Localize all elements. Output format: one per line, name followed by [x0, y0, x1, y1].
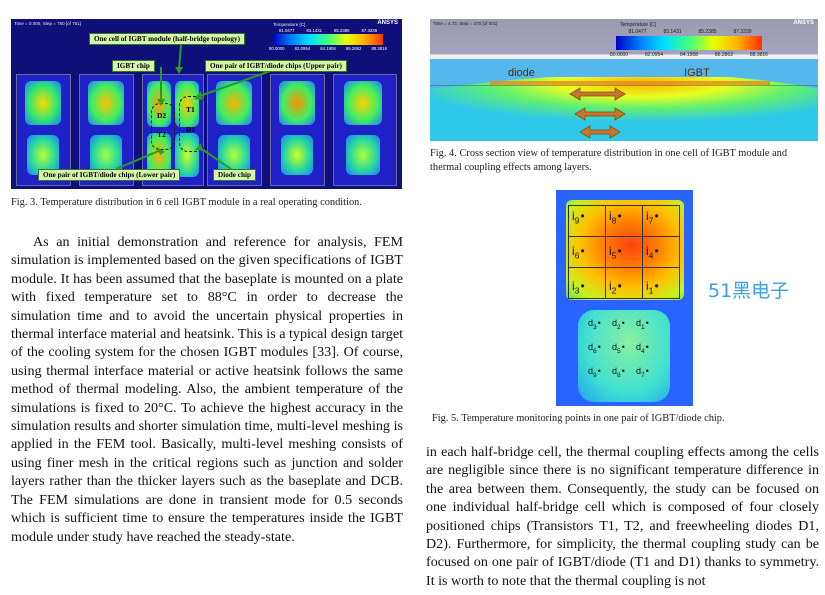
- fig3-legend-top-values: 81.0477 83.1431 85.2385 87.3339: [273, 28, 383, 33]
- point-d6: d6•: [588, 342, 601, 355]
- fig3-legend-top-2: 85.2385: [333, 28, 350, 33]
- label-upper-pair: One pair of IGBT/diode chips (Upper pair…: [205, 60, 347, 72]
- diode-heat-region: [578, 310, 670, 402]
- chip-label-d2: D2: [157, 111, 167, 120]
- fig4-legend-bottom-0: 80.0000: [610, 52, 629, 58]
- figure-5-caption: Fig. 5. Temperature monitoring points in…: [432, 413, 725, 424]
- hotspot: [88, 81, 124, 125]
- chip-label-d1: D1: [186, 125, 196, 134]
- point-i7: i7•: [646, 209, 659, 226]
- fig4-legend-top-2: 85.2385: [698, 29, 717, 35]
- hotspot: [279, 81, 315, 125]
- point-d9: d9•: [588, 366, 601, 379]
- point-d8: d8•: [612, 366, 625, 379]
- hotspot: [218, 135, 250, 175]
- chip-outline-t1-d1: [179, 96, 206, 152]
- fig3-time-readout: Time = 0.000, Step = 750 [of 751]: [14, 21, 81, 26]
- hotspot: [281, 135, 313, 175]
- fig3-legend-top-3: 87.3339: [361, 28, 378, 33]
- point-i8: i8•: [609, 209, 622, 226]
- fig4-label-igbt: IGBT: [684, 67, 710, 79]
- fig3-legend-title: Temperature [C]: [273, 22, 306, 27]
- fig4-legend-title: Temperature [C]: [620, 22, 656, 28]
- point-d7: d7•: [636, 366, 649, 379]
- fig3-legend-bottom-2: 84.1908: [320, 46, 336, 51]
- fig4-legend-bottom-1: 82.0954: [644, 52, 664, 58]
- figure-4-caption: Fig. 4. Cross section view of temperatur…: [430, 148, 788, 173]
- fig4-legend-bottom-3: 86.2862: [714, 52, 733, 58]
- hotspot: [25, 81, 61, 125]
- label-diode-chip: Diode chip: [213, 169, 256, 181]
- figure-3-caption: Fig. 3. Temperature distribution in 6 ce…: [11, 197, 362, 208]
- point-d2: d2•: [612, 318, 625, 331]
- point-i4: i4•: [646, 244, 659, 261]
- igbt-heat-region: [566, 200, 684, 300]
- fig4-legend-bottom-values: 80.0000 82.0954 84.1908 86.2862 88.3816: [610, 52, 768, 58]
- fig3-legend-bottom-1: 82.0954: [294, 46, 311, 51]
- figure-3-image: Time = 0.000, Step = 750 [of 751] ANSYS …: [11, 19, 402, 189]
- fig3-ansys-logo: ANSYS: [377, 20, 398, 26]
- point-d5: d5•: [612, 342, 625, 355]
- point-i1: i1•: [646, 279, 659, 296]
- fig3-annotation-arrows: [115, 44, 277, 170]
- right-column-paragraph: in each half-bridge cell, the thermal co…: [426, 444, 819, 589]
- fig3-legend-bottom-3: 86.2862: [345, 46, 362, 51]
- fig3-color-scale: [273, 34, 383, 45]
- fig3-legend-top-1: 83.1431: [306, 28, 323, 33]
- fig4-legend-top-values: 81.0477 83.1431 85.2385 87.3339: [620, 29, 760, 35]
- fig4-cross-section: [430, 59, 818, 141]
- point-d4: d4•: [636, 342, 649, 355]
- fig4-legend-top-3: 87.3339: [733, 29, 752, 35]
- chip-outline-d2-t2: [151, 103, 175, 150]
- chip-label-t2: T2: [157, 130, 166, 139]
- point-i5: i5•: [609, 244, 622, 261]
- point-i3: i3•: [572, 279, 585, 296]
- fig4-time-readout: Time = 4.72, Step = 470 [of 501]: [433, 21, 498, 26]
- module-cell-5: [270, 74, 325, 186]
- point-d1: d1•: [636, 318, 649, 331]
- fig4-ansys-logo: ANSYS: [793, 20, 814, 26]
- hotspot: [344, 81, 382, 125]
- module-cell-6: [333, 74, 397, 186]
- fig4-legend-top-0: 81.0477: [628, 29, 647, 35]
- fig4-legend-top-1: 83.1431: [663, 29, 682, 35]
- point-d3: d3•: [588, 318, 601, 331]
- label-lower-pair: One pair of IGBT/diode chips (Lower pair…: [38, 169, 181, 181]
- figure-5-image: i9• i8• i7• i6• i5• i4• i3• i2• i1• d3• …: [556, 190, 693, 406]
- point-i2: i2•: [609, 279, 622, 296]
- fig4-legend-bottom-2: 84.1908: [679, 52, 699, 58]
- fig4-color-scale: [616, 36, 762, 50]
- left-column-paragraph: As an initial demonstration and referenc…: [11, 234, 404, 545]
- point-i6: i6•: [572, 244, 585, 261]
- fig3-legend-bottom-0: 80.0000: [269, 46, 285, 51]
- fig4-legend-bottom-4: 88.3816: [749, 52, 768, 58]
- label-one-cell: One cell of IGBT module (half-bridge top…: [89, 33, 246, 45]
- fig3-legend-top-0: 81.0477: [278, 28, 295, 33]
- hotspot: [27, 135, 59, 175]
- chip-label-t1: T1: [186, 105, 195, 114]
- label-igbt-chip: IGBT chip: [112, 60, 155, 72]
- module-cell-1: [16, 74, 71, 186]
- module-cell-2: [79, 74, 134, 186]
- figure-4-image: Time = 4.72, Step = 470 [of 501] ANSYS T…: [430, 19, 818, 141]
- watermark-text: 51黑电子: [708, 280, 790, 302]
- fig3-legend-bottom-4: 88.3816: [371, 46, 387, 51]
- point-i9: i9•: [572, 209, 585, 226]
- fig4-label-diode: diode: [508, 67, 535, 79]
- hotspot: [346, 135, 380, 175]
- fig3-legend-bottom-values: 80.0000 82.0954 84.1908 86.2862 88.3816: [269, 46, 387, 51]
